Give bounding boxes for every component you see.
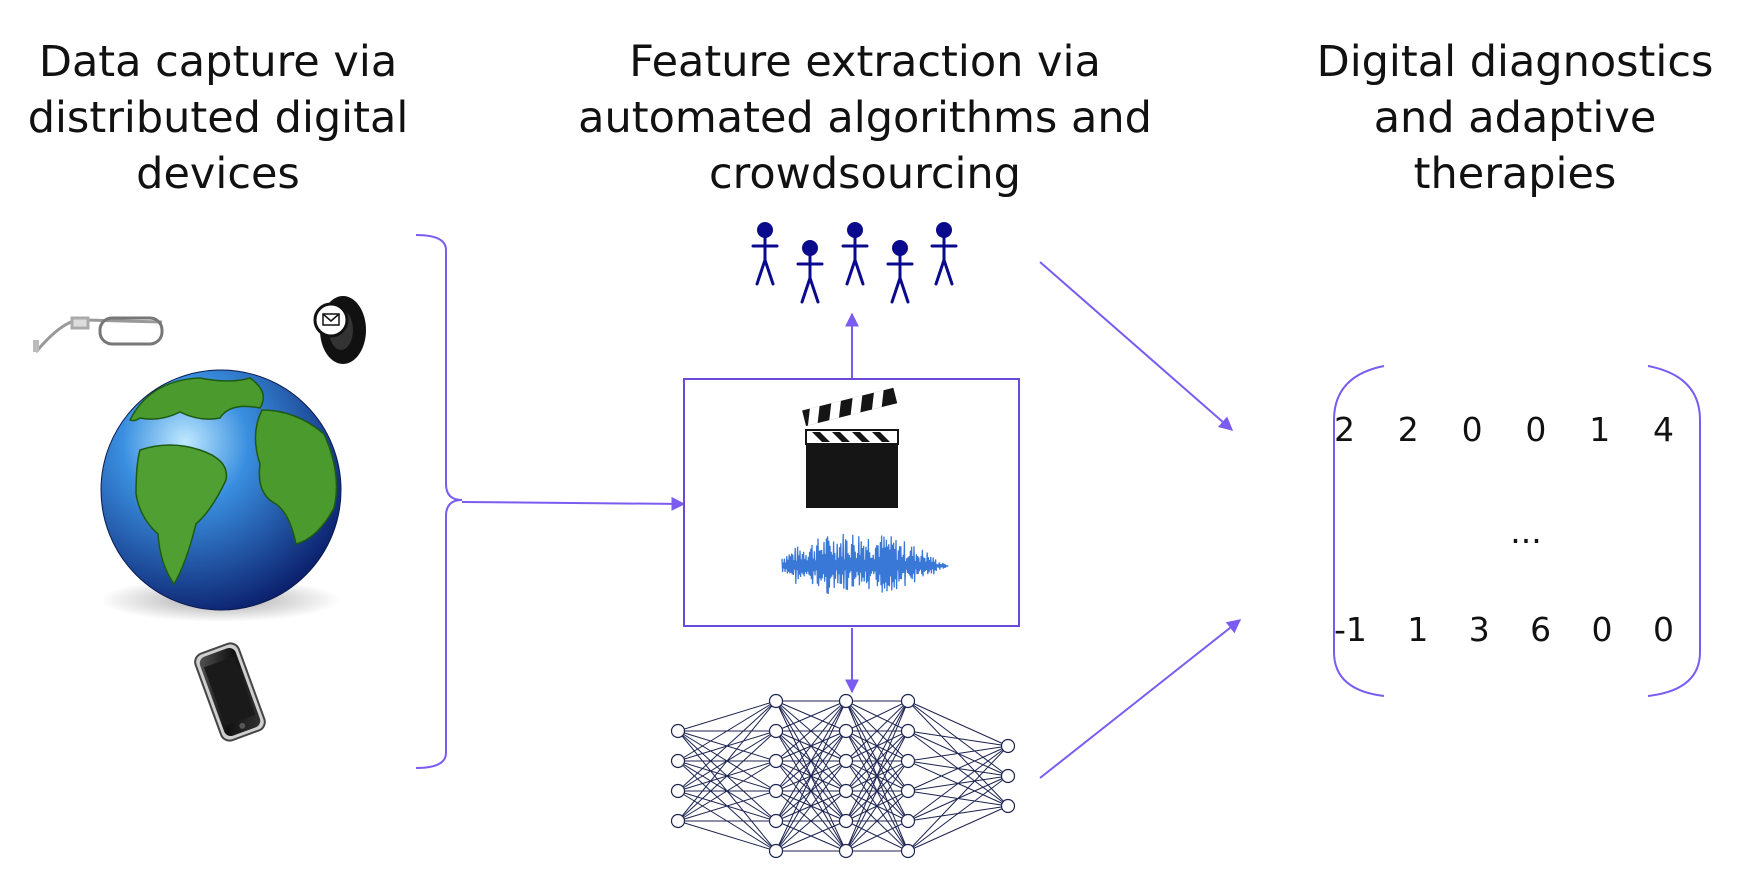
matrix-cell: 6: [1530, 610, 1552, 649]
network-edge: [845, 700, 909, 732]
network-edge: [775, 760, 847, 852]
network-node: [838, 723, 854, 739]
network-edge: [907, 775, 1009, 852]
network-node: [838, 783, 854, 799]
network-node: [768, 693, 784, 709]
network-node: [900, 753, 916, 769]
network-node: [768, 723, 784, 739]
matrix-cell: 0: [1525, 410, 1547, 449]
matrix-cell: 1: [1407, 610, 1429, 649]
network-edge: [845, 700, 909, 762]
network-edge: [775, 790, 847, 852]
matrix-cell: 1: [1589, 410, 1611, 449]
network-node: [1000, 768, 1016, 784]
network-node: [768, 753, 784, 769]
network-edge: [775, 700, 847, 762]
network-node: [838, 813, 854, 829]
network-edge: [775, 820, 847, 852]
network-edge: [907, 745, 1009, 852]
matrix-cell: -1: [1334, 610, 1367, 649]
matrix-cell: 2: [1397, 410, 1419, 449]
network-edge: [907, 745, 1009, 822]
network-node: [768, 813, 784, 829]
network-node: [838, 693, 854, 709]
audio-waveform-icon: [781, 533, 949, 595]
network-edge: [907, 805, 1009, 852]
network-edge: [677, 700, 777, 732]
matrix-left-paren: [1333, 365, 1385, 697]
matrix-cell: 2: [1334, 410, 1355, 449]
network-node: [768, 783, 784, 799]
network-edge: [677, 700, 777, 822]
network-edge: [845, 760, 909, 852]
heading-data-capture: Data capture via distributed digital dev…: [27, 37, 409, 199]
network-node: [768, 843, 784, 859]
smartphone-icon: [194, 642, 266, 742]
network-edge: [677, 700, 777, 762]
matrix-cell: 0: [1461, 410, 1483, 449]
devices-bracket: [415, 234, 463, 769]
person-icon: [886, 240, 914, 304]
network-node: [670, 723, 686, 739]
network-edge: [775, 700, 847, 732]
network-edge: [845, 730, 909, 852]
person-icon: [796, 240, 824, 304]
network-edge: [677, 700, 777, 792]
network-edge: [907, 700, 1009, 747]
heading-digital-diagnostics: Digital diagnostics and adaptive therapi…: [1316, 37, 1714, 199]
heading-feature-extraction: Feature extraction via automated algorit…: [578, 37, 1152, 199]
network-node: [670, 783, 686, 799]
matrix-cell: 4: [1652, 410, 1674, 449]
network-edge: [775, 730, 847, 852]
network-edge: [845, 790, 909, 852]
matrix-cell: 3: [1468, 610, 1490, 649]
media-box: [683, 378, 1020, 627]
network-node: [670, 753, 686, 769]
neural-network-icon: [670, 693, 1016, 859]
smartwatch-icon: [313, 296, 366, 364]
network-node: [900, 813, 916, 829]
matrix-row-1: 2 2 0 0 1 4: [1334, 410, 1674, 449]
network-edge: [775, 700, 847, 852]
network-node: [900, 693, 916, 709]
globe-icon: [100, 369, 342, 622]
network-edge: [845, 700, 909, 822]
person-icon: [751, 222, 779, 286]
matrix-ellipsis: ...: [1510, 512, 1542, 551]
network-edge: [845, 820, 909, 852]
matrix-cell: 0: [1652, 610, 1674, 649]
person-icon: [930, 222, 958, 286]
network-edge: [845, 700, 909, 852]
network-edge: [677, 790, 777, 822]
network-node: [1000, 738, 1016, 754]
network-edge: [907, 745, 1009, 762]
network-node: [670, 813, 686, 829]
arrow-crowd-to-matrix: [1039, 261, 1234, 431]
network-node: [900, 783, 916, 799]
matrix-cell: 0: [1591, 610, 1613, 649]
network-edge: [907, 730, 1009, 747]
person-icon: [841, 222, 869, 286]
clapperboard-icon: [802, 387, 899, 508]
people-icon: [751, 222, 958, 304]
network-node: [838, 843, 854, 859]
network-edge: [775, 700, 847, 792]
network-node: [838, 753, 854, 769]
matrix-row-3: -1 1 3 6 0 0: [1334, 610, 1674, 649]
network-edge: [677, 760, 777, 822]
network-edge: [775, 700, 847, 822]
network-node: [1000, 798, 1016, 814]
matrix-right-paren: [1647, 365, 1701, 697]
glasses-icon: [33, 316, 164, 353]
arrow-network-to-matrix: [1039, 619, 1242, 779]
network-node: [900, 843, 916, 859]
network-edge: [677, 730, 777, 822]
network-edge: [845, 700, 909, 792]
network-node: [900, 723, 916, 739]
arrow-to-media-box: [461, 496, 686, 511]
network-edge: [907, 745, 1009, 792]
network-edge: [677, 820, 777, 852]
